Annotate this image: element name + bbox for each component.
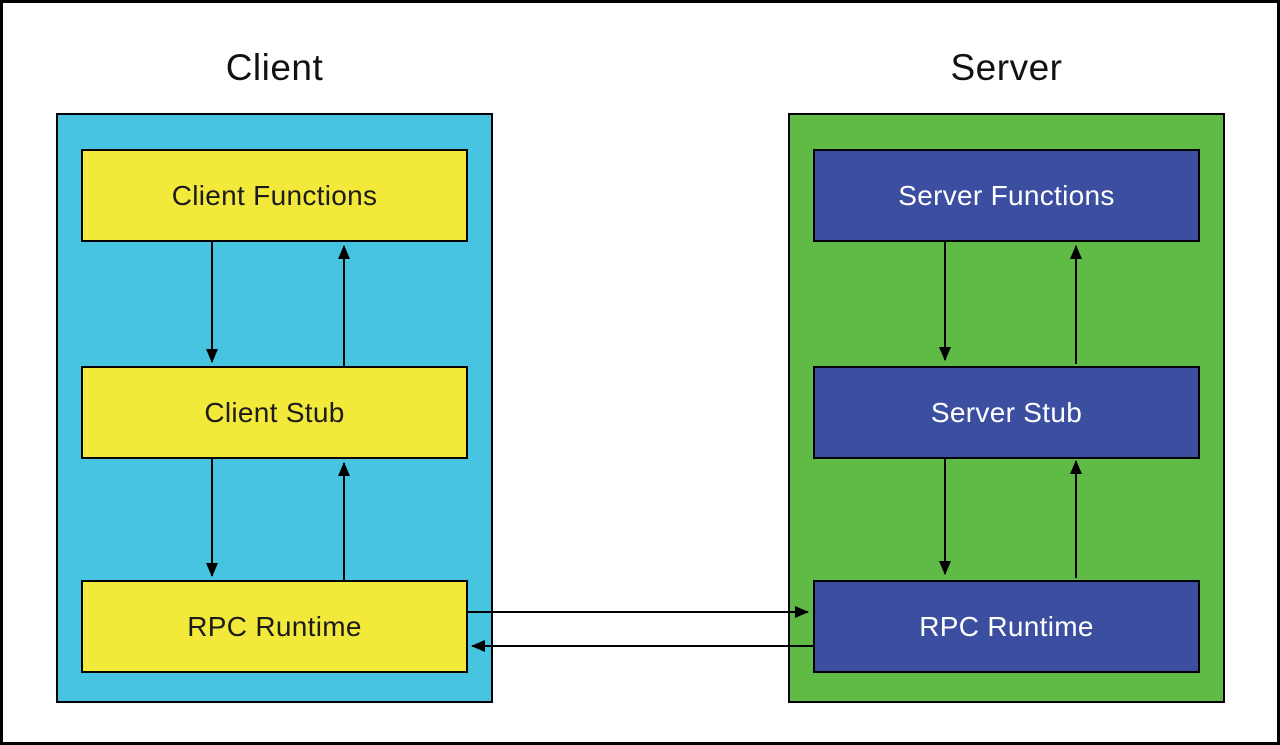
client-panel: Client Functions Client Stub RPC Runtime — [56, 113, 493, 703]
server-functions-box: Server Functions — [813, 149, 1200, 242]
client-functions-box: Client Functions — [81, 149, 468, 242]
client-functions-label: Client Functions — [171, 179, 378, 211]
server-panel: Server Functions Server Stub RPC Runtime — [788, 113, 1225, 703]
server-rpc-runtime-label: RPC Runtime — [919, 610, 1094, 642]
client-rpc-runtime-label: RPC Runtime — [187, 610, 362, 642]
server-title: Server — [950, 47, 1063, 88]
server-stub-box: Server Stub — [813, 366, 1200, 459]
client-rpc-runtime-box: RPC Runtime — [81, 580, 468, 673]
client-stub-box: Client Stub — [81, 366, 468, 459]
server-rpc-runtime-box: RPC Runtime — [813, 580, 1200, 673]
server-functions-label: Server Functions — [898, 179, 1115, 211]
client-stub-label: Client Stub — [204, 396, 345, 428]
client-title: Client — [225, 47, 324, 88]
server-stub-label: Server Stub — [930, 396, 1083, 428]
